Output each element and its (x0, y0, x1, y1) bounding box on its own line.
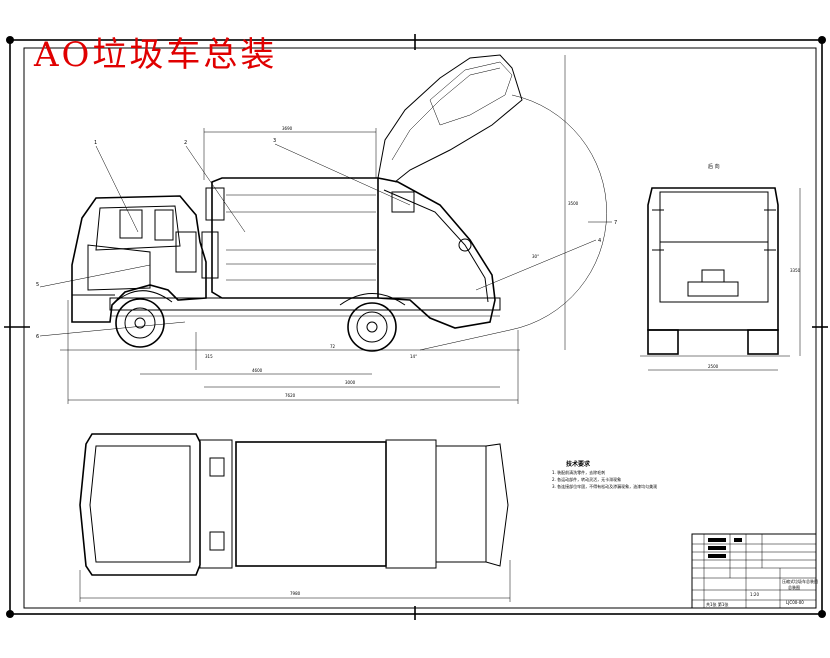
tailgate-open-inner (391, 67, 501, 161)
tailgate-closed (377, 177, 496, 329)
dim-vertical-text: 3500 (568, 201, 579, 206)
swing-arc (419, 94, 607, 351)
side-window (119, 209, 143, 239)
plan-cab-roof (89, 445, 191, 563)
rear-wheel-rim (356, 311, 388, 343)
front-tank (201, 231, 219, 279)
side-dimensions: 3690 3500 30° 14° 72 315 4600 3000 7620 (67, 55, 579, 404)
tb-part-name: 总装图 (788, 584, 800, 590)
rear-upper-panel (659, 191, 769, 243)
front-wheel (115, 298, 165, 348)
tb-fill-2 (708, 546, 726, 550)
cab-mirror-box (175, 231, 197, 273)
tailgate-inner (383, 189, 489, 303)
callout-6: 6 (36, 334, 39, 340)
tb-fill-1 (708, 538, 726, 542)
dim-plan-length-text: 7980 (290, 591, 301, 596)
tb-code: LJC00-00 (786, 600, 804, 605)
rear-bumper (687, 281, 739, 297)
notes-line-2: 2. 各运动部件，转动灵活，无卡滞现象 (552, 476, 621, 482)
dim-angle-a: 30° (532, 254, 539, 259)
inner-frame (23, 47, 817, 609)
plan-tank-2 (209, 531, 225, 551)
drawing-title: AO垃圾车总装 (34, 35, 278, 75)
front-fender (111, 290, 173, 306)
dim-rear-text: 3000 (345, 380, 356, 385)
rear-fender (339, 293, 406, 306)
callout-4: 4 (598, 238, 601, 244)
corner-mark-tl (6, 36, 14, 44)
rear-wheel-hub (366, 321, 378, 333)
tailgate-open-hatch (429, 61, 513, 126)
tb-sheet: 共1张 第1张 (706, 601, 728, 607)
plan-tail-end (485, 443, 509, 567)
notes-line-3: 3. 各连接部位牢固，不得有松动及渗漏现象，油漆均匀美观 (552, 483, 657, 489)
callout-3: 3 (273, 138, 276, 144)
plan-joint (199, 439, 233, 569)
rear-view-label: 后 向 (708, 163, 720, 170)
corner-mark-bl (6, 610, 14, 618)
tailgate-cylinder (391, 191, 415, 213)
leader-3 (274, 143, 411, 206)
dim-clearance-text: 315 (205, 354, 213, 359)
rear-plate (701, 269, 725, 283)
front-wheel-hub (134, 317, 146, 329)
tech-notes: 技术要求 1. 装配前清洗零件，去除毛刺 2. 各运动部件，转动灵活，无卡滞现象… (552, 460, 657, 489)
dim-front-height-text: 3350 (790, 268, 801, 273)
tb-fill-3 (708, 554, 726, 558)
dim-top-length-text: 3690 (282, 126, 293, 131)
tb-fill-4 (734, 538, 742, 542)
callout-2: 2 (184, 140, 187, 146)
tb-drawing-name: 压缩式垃圾车总装图 (782, 578, 818, 584)
dim-front-width-text: 2500 (708, 364, 719, 369)
notes-heading: 技术要求 (566, 460, 591, 468)
front-wheel-rim (124, 307, 156, 339)
cab-window (95, 205, 181, 251)
side-view: 1 2 3 4 5 6 7 (36, 54, 617, 352)
corner-mark-tr (818, 36, 826, 44)
dim-slope: 72 (330, 344, 336, 349)
dim-wheelbase-text: 4600 (252, 368, 263, 373)
rear-view: 后 向 3350 2500 (640, 163, 801, 371)
leader-5 (39, 264, 151, 288)
notes-line-1: 1. 装配前清洗零件，去除毛刺 (552, 469, 605, 475)
plan-view: 7980 (79, 433, 511, 602)
dim-angle-b: 14° (410, 354, 417, 359)
rear-body-outline (647, 187, 779, 331)
leader-1 (95, 145, 139, 233)
leader-2 (185, 145, 246, 233)
plan-hopper (385, 439, 437, 569)
dim-overall-text: 7620 (285, 393, 296, 398)
title-block-frame (691, 533, 817, 609)
title-block: 压缩式垃圾车总装图 总装图 1:20 LJC00-00 共1张 第1张 (691, 533, 818, 609)
plan-tank-1 (209, 457, 225, 477)
tailgate-pivot (458, 238, 472, 252)
cab-outline (71, 195, 207, 323)
plan-body (235, 441, 387, 567)
rear-lower-panel (659, 241, 769, 303)
plan-tailgate (435, 445, 487, 563)
tb-scale: 1:20 (750, 592, 759, 597)
tailgate-open (377, 54, 523, 183)
rear-wheel-right (747, 329, 779, 355)
callout-5: 5 (36, 282, 39, 288)
leader-4 (475, 239, 597, 291)
plan-cab (79, 433, 201, 576)
callout-1: 1 (94, 140, 97, 146)
rear-window (154, 209, 174, 241)
rear-wheel-left (647, 329, 679, 355)
leader-6 (39, 321, 186, 337)
cab-door (87, 244, 151, 291)
callout-7: 7 (614, 220, 617, 226)
rear-wheel (347, 302, 397, 352)
body-front-box (205, 187, 225, 221)
corner-mark-br (818, 610, 826, 618)
